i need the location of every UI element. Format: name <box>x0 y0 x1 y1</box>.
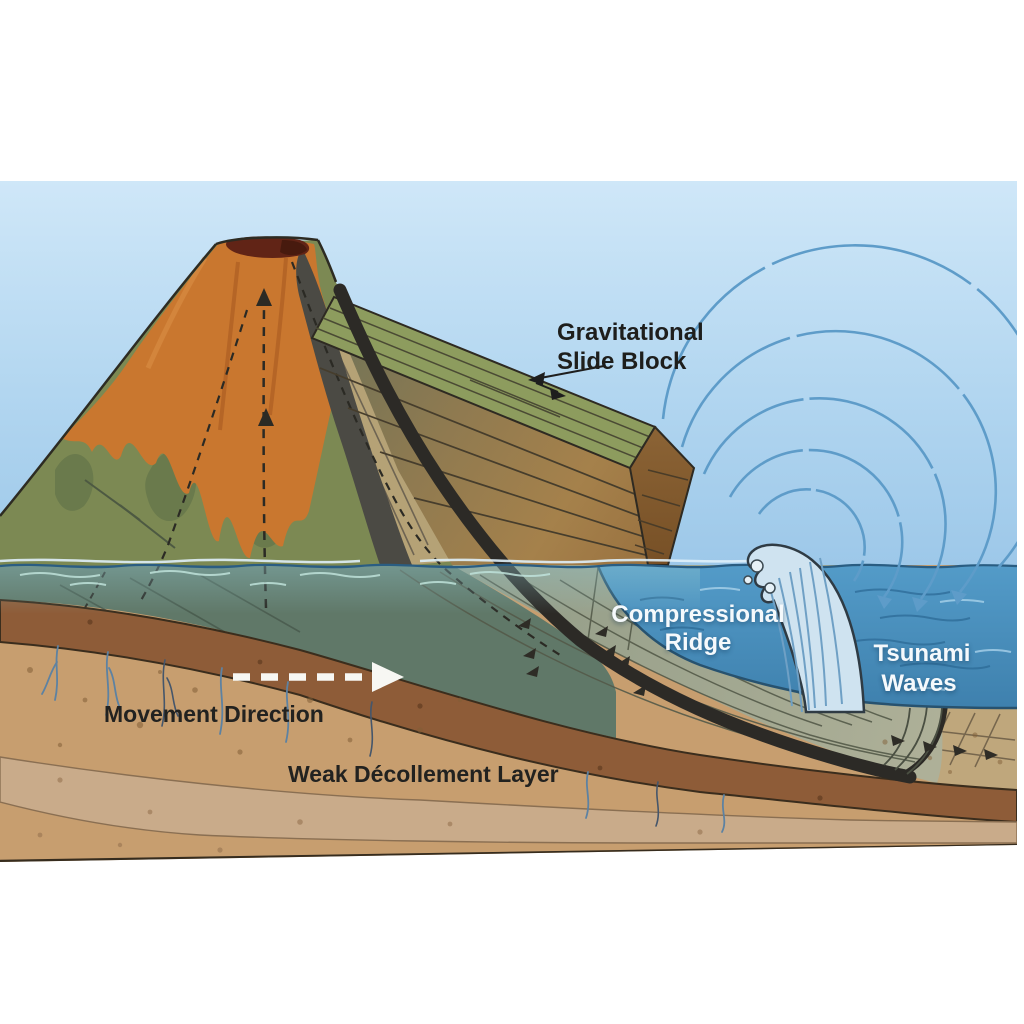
label-compressional-ridge-line1: Compressional <box>611 601 784 628</box>
label-weak-decollement-layer: Weak Décollement Layer <box>288 761 559 787</box>
crack-lines <box>41 645 726 833</box>
slide-block-pointer <box>528 365 605 400</box>
wave-foam-curls <box>743 559 776 594</box>
wave-body <box>746 543 866 714</box>
labels: Gravitational Slide Block Compressional … <box>104 319 970 787</box>
label-gravitational-slide-block-line2: Slide Block <box>557 348 687 375</box>
lava-streaks <box>218 257 288 431</box>
ground-bottom-edge <box>0 843 1017 862</box>
water-bottom-edge <box>596 565 1017 710</box>
seafloor-thrust-arrows <box>891 735 998 760</box>
crater-shadow <box>280 240 307 256</box>
brown-layer-band <box>0 598 1017 824</box>
wave-energy-arcs <box>661 244 1017 600</box>
gravitational-slide-block <box>310 295 696 566</box>
lava-highlight <box>145 256 208 370</box>
water-wavelets-light <box>699 587 1012 691</box>
block-side-face <box>312 335 648 565</box>
waterline <box>0 558 1017 569</box>
shallow-water-tint <box>0 566 700 614</box>
label-compressional-ridge-line2: Ridge <box>665 629 732 656</box>
block-end-lines <box>634 469 689 555</box>
arc-arrowheads <box>877 590 967 612</box>
label-tsunami-waves-line2: Waves <box>881 670 956 697</box>
sediment-speckles <box>27 619 1003 853</box>
weak-layer-band <box>0 756 1017 844</box>
label-tsunami-waves-line1: Tsunami <box>874 640 971 667</box>
label-movement-direction: Movement Direction <box>104 701 324 727</box>
label-gravitational-slide-block-line1: Gravitational <box>557 319 704 346</box>
wave-face-streaks <box>769 557 843 713</box>
tsunami-wave-curl <box>743 543 866 714</box>
lava-flows <box>62 239 342 559</box>
movement-direction-arrow <box>233 662 404 692</box>
volcano-outline <box>0 236 338 517</box>
shallow-squiggles <box>19 570 551 586</box>
decollement-fault-band <box>333 283 917 784</box>
